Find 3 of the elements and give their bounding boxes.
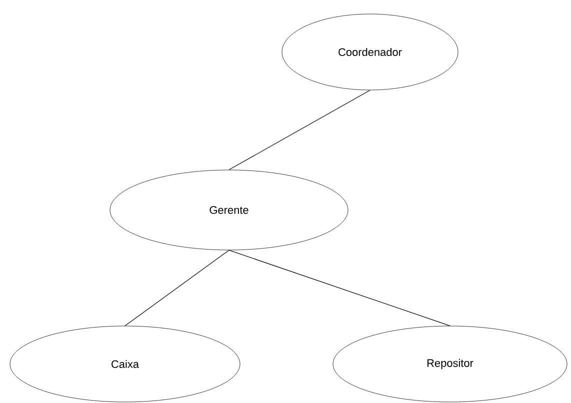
connector-line [228, 250, 450, 326]
connector-line [228, 90, 370, 170]
connector-line [124, 250, 230, 326]
